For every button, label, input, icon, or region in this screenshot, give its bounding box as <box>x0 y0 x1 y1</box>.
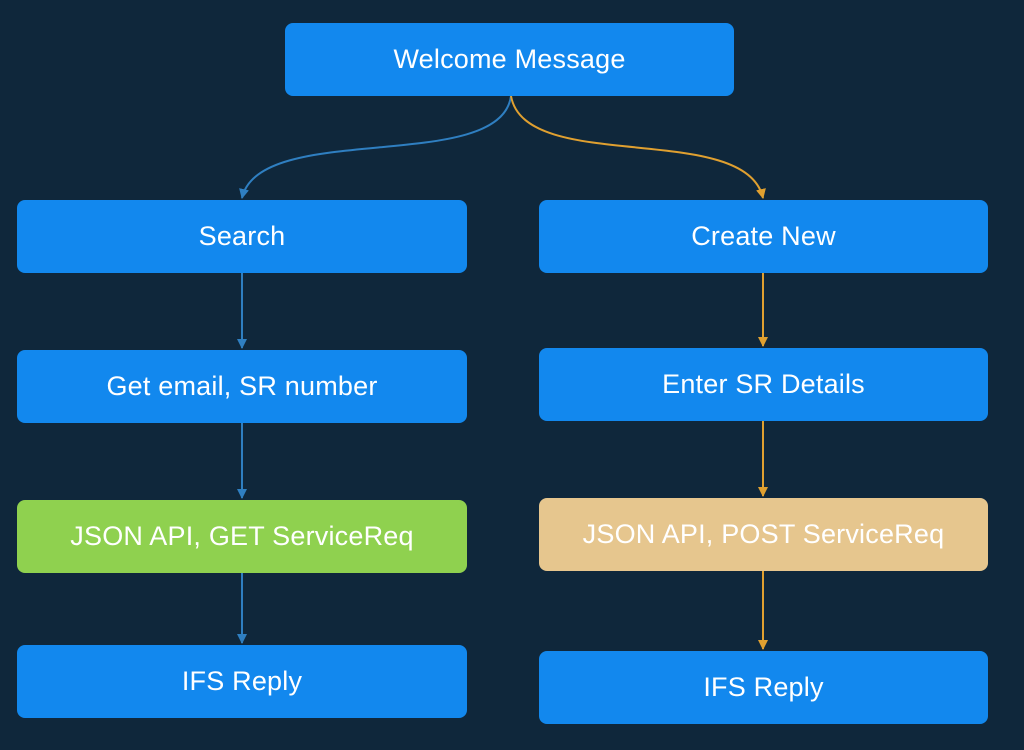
node-ifs-reply-left[interactable]: IFS Reply <box>17 645 467 718</box>
node-create-new[interactable]: Create New <box>539 200 988 273</box>
edge-welcome-to-create-new <box>510 95 766 199</box>
node-search[interactable]: Search <box>17 200 467 273</box>
node-json-api-get[interactable]: JSON API, GET ServiceReq <box>17 500 467 573</box>
node-welcome-message[interactable]: Welcome Message <box>285 23 734 96</box>
node-get-email-sr-number[interactable]: Get email, SR number <box>17 350 467 423</box>
node-json-api-post[interactable]: JSON API, POST ServiceReq <box>539 498 988 571</box>
node-ifs-reply-right[interactable]: IFS Reply <box>539 651 988 724</box>
node-enter-sr-details[interactable]: Enter SR Details <box>539 348 988 421</box>
edge-welcome-to-search <box>239 95 512 199</box>
